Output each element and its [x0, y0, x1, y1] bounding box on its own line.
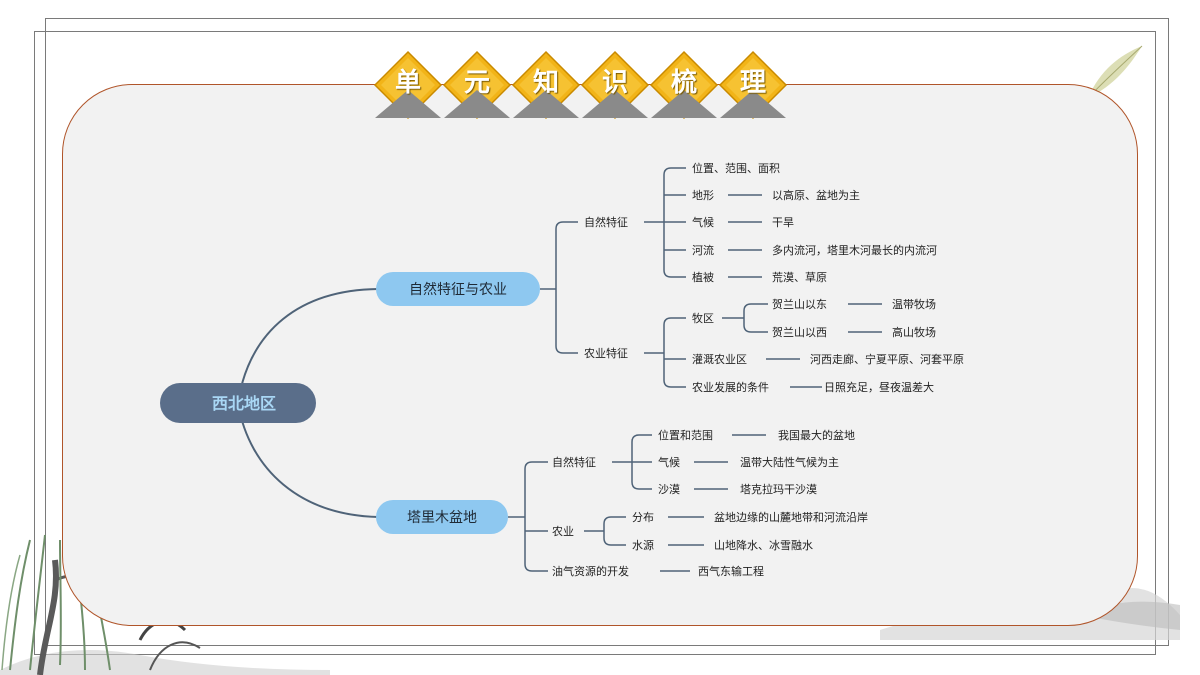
- branch-node-label: 塔里木盆地: [407, 510, 477, 526]
- leaf-label: 气候: [692, 215, 714, 229]
- leaf-label: 沙漠: [658, 483, 680, 496]
- root-node[interactable]: [160, 383, 316, 423]
- leaf-label: 农业发展的条件: [692, 380, 769, 394]
- leaf-value: 日照充足，昼夜温差大: [824, 380, 934, 394]
- leaf-label: 位置和范围: [658, 428, 713, 442]
- title-tile: 梳: [649, 50, 719, 120]
- title-char: 理: [739, 68, 766, 98]
- title-char: 元: [463, 68, 490, 98]
- leaf-label: 分布: [632, 511, 654, 524]
- title-char: 识: [601, 68, 628, 98]
- title-tile: 知: [511, 50, 581, 120]
- title-tile: 单: [373, 50, 443, 120]
- leaf-value: 盆地边缘的山麓地带和河流沿岸: [714, 510, 868, 524]
- leaf-label: 油气资源的开发: [552, 564, 629, 578]
- leaf-label: 水源: [632, 538, 654, 552]
- title-char: 知: [532, 68, 559, 98]
- leaf-value: 干旱: [772, 216, 794, 229]
- leaf-value: 温带牧场: [892, 297, 936, 311]
- leaf-label: 河流: [692, 243, 714, 257]
- branch-node-label: 自然特征与农业: [409, 281, 507, 298]
- node-b2-agri: 农业: [552, 524, 574, 538]
- title-tile: 理: [718, 50, 788, 120]
- branch-node-natural-agri[interactable]: [376, 272, 540, 306]
- bracket-lines: [508, 167, 882, 572]
- leaf-label: 位置、范围、面积: [692, 161, 780, 175]
- leaf-value: 多内流河，塔里木河最长的内流河: [772, 243, 937, 257]
- leaf-value: 河西走廊、宁夏平原、河套平原: [810, 352, 964, 366]
- leaf-label: 贺兰山以东: [772, 298, 827, 311]
- branch-node-tarim[interactable]: [376, 500, 508, 534]
- leaf-value: 温带大陆性气候为主: [740, 455, 839, 469]
- content-panel: [62, 84, 1138, 626]
- leaf-label: 植被: [692, 270, 714, 284]
- title-tile: 识: [580, 50, 650, 120]
- leaf-label: 地形: [692, 189, 714, 202]
- leaf-value: 西气东输工程: [698, 564, 764, 578]
- leaf-value: 荒漠、草原: [772, 271, 827, 284]
- leaf-value: 高山牧场: [892, 325, 936, 339]
- leaf-label: 气候: [658, 455, 680, 469]
- outer-frame-back: [45, 18, 1169, 646]
- title-char: 梳: [670, 68, 697, 98]
- outer-frame-front: [34, 31, 1156, 655]
- root-node-label: 西北地区: [212, 394, 276, 413]
- node-b1-natural: 自然特征: [584, 215, 628, 229]
- leaf-label: 灌溉农业区: [692, 352, 747, 366]
- node-b1-agri: 农业特征: [584, 346, 628, 360]
- main-connectors: [237, 288, 379, 518]
- leaf-value: 山地降水、冰雪融水: [714, 538, 813, 552]
- leaf-value: 以高原、盆地为主: [772, 188, 860, 202]
- title-char: 单: [394, 68, 421, 98]
- node-b2-natural: 自然特征: [552, 455, 596, 469]
- leaf-value: 我国最大的盆地: [778, 428, 855, 442]
- title-tile: 元: [442, 50, 512, 120]
- node-pasture: 牧区: [692, 311, 714, 325]
- leaf-label: 贺兰山以西: [772, 326, 827, 339]
- leaf-value: 塔克拉玛干沙漠: [740, 482, 817, 496]
